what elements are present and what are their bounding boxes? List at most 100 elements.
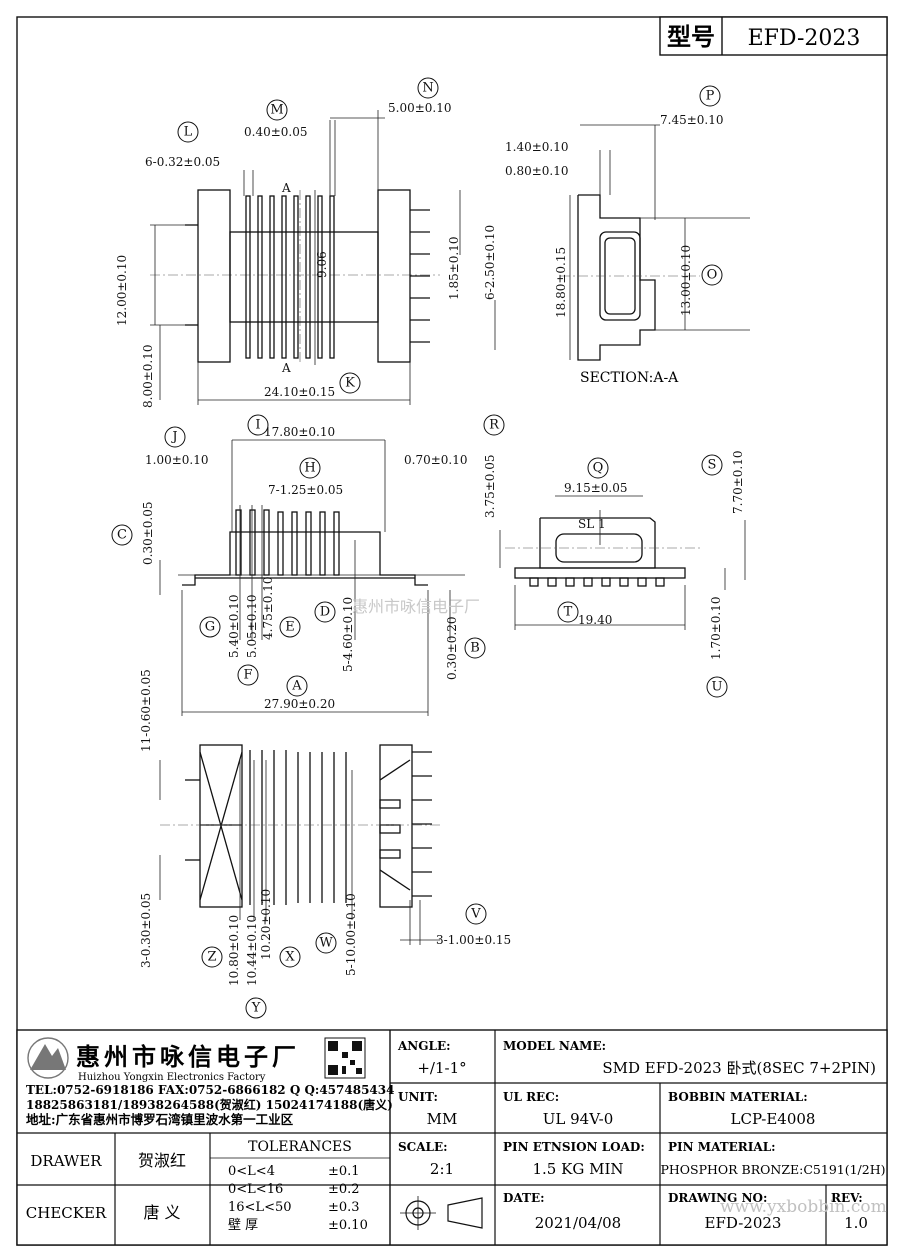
svg-text:R: R: [489, 418, 500, 433]
dim-1880: 18.80±0.15: [554, 247, 568, 318]
scale-value: 2:1: [430, 1160, 454, 1178]
dim-N: 5.00±0.10: [388, 101, 452, 115]
callout-M: M: [266, 99, 288, 121]
watermark-center: 惠州市咏信电子厂: [352, 597, 480, 616]
callout-S: S: [701, 454, 723, 476]
company-tel: TEL:0752-6918186 FAX:0752-6866182 Q Q:45…: [26, 1083, 394, 1097]
company-address: 地址:广东省惠州市博罗石湾镇里波水第一工业区: [26, 1112, 294, 1127]
dim-S: 7.70±0.10: [731, 451, 745, 515]
dim-W: 5-10.00±0.10: [344, 893, 358, 976]
svg-text:Z: Z: [207, 950, 216, 965]
dim-185: 1.85±0.10: [447, 237, 461, 301]
date-value: 2021/04/08: [535, 1214, 621, 1232]
tol-range-3: 壁 厚: [228, 1218, 258, 1233]
model-name-label: MODEL NAME:: [503, 1039, 606, 1053]
pin-material-value: PHOSPHOR BRONZE:C5191(1/2H): [660, 1162, 885, 1177]
svg-text:J: J: [170, 430, 177, 445]
callout-F: F: [237, 664, 259, 686]
dim-11pin: 11-0.60±0.05: [139, 669, 153, 752]
watermark-url: www.yxbobbin.com: [720, 1197, 887, 1217]
bottom-view: [159, 744, 440, 945]
callout-X: X: [279, 946, 301, 968]
dim-B: 0.30±0.20: [445, 617, 459, 681]
pin-load-label: PIN ETNSION LOAD:: [503, 1140, 645, 1154]
callout-D: D: [314, 601, 336, 623]
callout-R: R: [483, 414, 505, 436]
unit-value: MM: [427, 1110, 458, 1128]
dim-X: 10.20±0.10: [259, 889, 273, 960]
svg-text:U: U: [712, 680, 723, 695]
dim-080: 0.80±0.10: [505, 164, 569, 178]
svg-text:K: K: [345, 376, 355, 391]
dim-12: 12.00±0.10: [115, 255, 129, 326]
dim-U: 1.70±0.10: [709, 597, 723, 661]
scale-label: SCALE:: [398, 1140, 448, 1154]
checker-value: 唐 义: [143, 1203, 180, 1222]
dim-C: 0.30±0.05: [141, 502, 155, 566]
callout-L: L: [177, 121, 199, 143]
callout-H: H: [299, 457, 321, 479]
unit-label: UNIT:: [398, 1090, 438, 1104]
callout-W: W: [315, 932, 337, 954]
svg-text:W: W: [319, 936, 333, 951]
model-box: 型号 EFD-2023: [659, 16, 888, 56]
dim-V: 3-1.00±0.15: [436, 933, 511, 947]
dim-906: 9.06: [315, 251, 329, 278]
svg-text:S: S: [708, 458, 717, 473]
model-name-value: SMD EFD-2023 卧式(8SEC 7+2PIN): [602, 1059, 876, 1077]
svg-text:P: P: [706, 89, 715, 104]
svg-text:B: B: [470, 641, 480, 656]
svg-text:O: O: [707, 268, 718, 283]
checker-label: CHECKER: [26, 1204, 107, 1222]
callout-G: G: [199, 616, 221, 638]
callout-P: P: [699, 85, 721, 107]
dim-P: 7.45±0.10: [660, 113, 724, 127]
top-view: [150, 110, 496, 405]
dim-Z: 10.80±0.10: [227, 915, 241, 986]
drawing-no-label: DRAWING NO:: [668, 1191, 767, 1205]
dim-R: 3.75±0.05: [483, 455, 497, 519]
model-box-label: 型号: [667, 22, 715, 51]
svg-text:E: E: [285, 620, 295, 635]
callout-Z: Z: [201, 946, 223, 968]
svg-text:L: L: [184, 125, 193, 140]
section-mark-top: A: [281, 181, 291, 195]
callout-E: E: [279, 616, 301, 638]
section-view: [560, 124, 750, 361]
svg-text:I: I: [255, 418, 260, 433]
dim-T: 19.40: [578, 613, 612, 627]
qr-code: [324, 1037, 366, 1079]
callout-V: V: [465, 903, 487, 925]
dim-070: 0.70±0.10: [404, 453, 468, 467]
svg-text:D: D: [320, 605, 330, 620]
side-sl-label: SL 1: [578, 517, 606, 531]
bobbin-material-label: BOBBIN MATERIAL:: [668, 1090, 808, 1104]
company-phones: 18825863181/18938264588(贺淑红) 15024174188…: [26, 1097, 393, 1112]
company-name-cn: 惠州市咏信电子厂: [76, 1042, 300, 1071]
dim-O: 13.00±0.10: [679, 245, 693, 316]
dim-H: 7-1.25±0.05: [268, 483, 343, 497]
dim-M: 0.40±0.05: [244, 125, 308, 139]
dim-250: 6-2.50±0.10: [483, 225, 497, 300]
svg-text:F: F: [243, 668, 252, 683]
title-block: 惠州市咏信电子厂 Huizhou Yongxin Electronics Fac…: [16, 1029, 888, 1246]
side-view: [499, 495, 746, 630]
bobbin-material-value: LCP-E4008: [731, 1110, 816, 1128]
tol-value-0: ±0.1: [328, 1164, 360, 1179]
dim-A: 27.90±0.20: [264, 697, 335, 711]
callout-Q: Q: [587, 457, 609, 479]
dim-8: 8.00±0.10: [141, 345, 155, 409]
dim-3pin: 3-0.30±0.05: [139, 893, 153, 968]
dim-J: 1.00±0.10: [145, 453, 209, 467]
callout-T: T: [557, 601, 579, 623]
svg-text:N: N: [422, 81, 433, 96]
tol-value-1: ±0.2: [328, 1182, 360, 1197]
callout-B: B: [464, 637, 486, 659]
ul-label: UL REC:: [503, 1090, 559, 1104]
drawer-label: DRAWER: [30, 1152, 102, 1170]
callout-O: O: [701, 264, 723, 286]
callout-Y: Y: [245, 997, 267, 1019]
callout-N: N: [417, 77, 439, 99]
dim-140: 1.40±0.10: [505, 140, 569, 154]
